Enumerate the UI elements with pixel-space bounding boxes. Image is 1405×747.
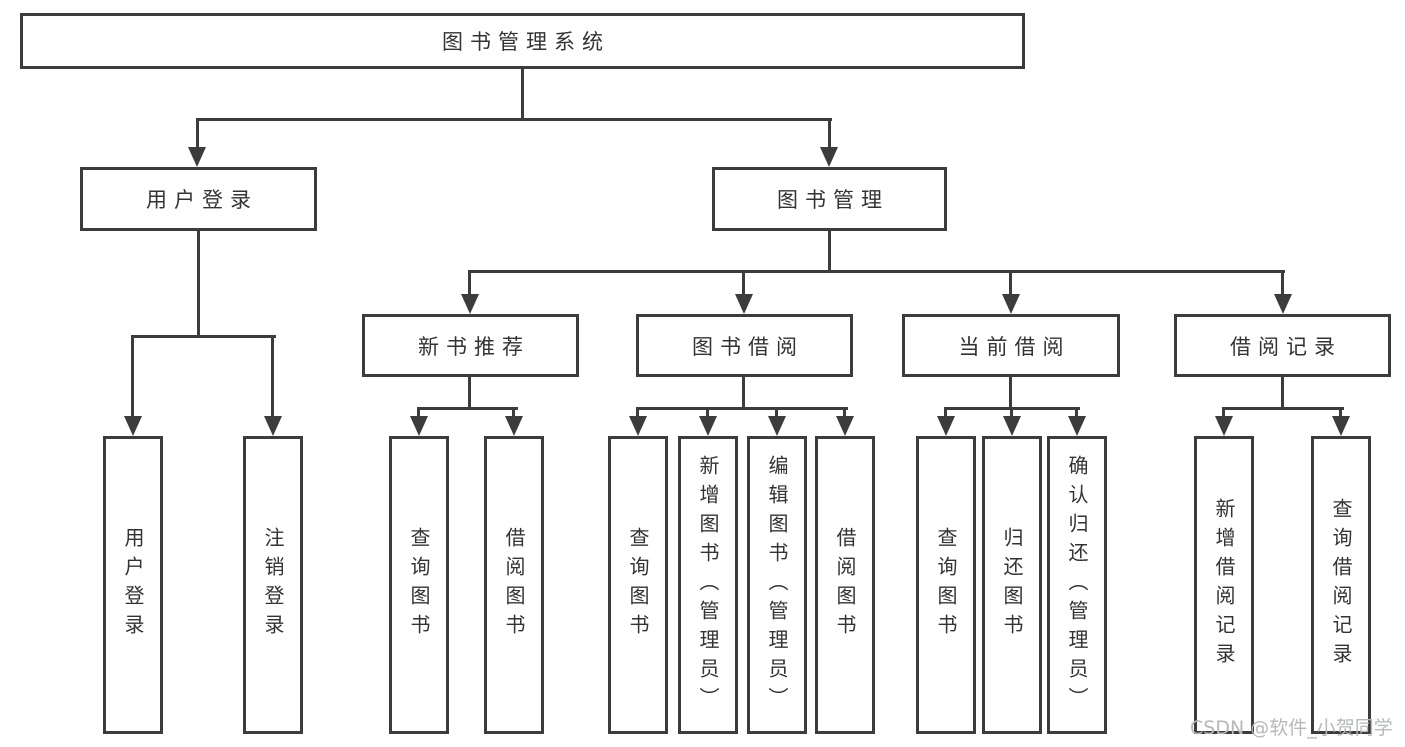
node-label: 新书推荐 — [418, 334, 530, 359]
node-book-borrowing: 图书借阅 — [636, 314, 853, 377]
connector-arrow — [1003, 416, 1021, 436]
node-leaf-user-login: 用户登录 — [103, 436, 163, 734]
connector-line — [1339, 407, 1342, 420]
connector-line — [468, 270, 1285, 273]
node-leaf-add-books-admin: 新增图书（管理员） — [678, 436, 738, 734]
node-user-login-module: 用户登录 — [80, 167, 317, 231]
connector-line — [417, 407, 420, 420]
node-label: 查询图书 — [626, 527, 650, 643]
node-label: 图书借阅 — [692, 334, 804, 359]
node-label: 查询借阅记录 — [1329, 498, 1353, 672]
node-label: 借阅记录 — [1230, 334, 1342, 359]
node-borrowing-records: 借阅记录 — [1174, 314, 1391, 377]
node-current-borrowing: 当前借阅 — [902, 314, 1120, 377]
connector-line — [196, 118, 832, 121]
connector-line — [521, 69, 524, 119]
connector-arrow — [735, 294, 753, 314]
connector-arrow — [264, 416, 282, 436]
connector-arrow — [410, 416, 428, 436]
connector-arrow — [768, 416, 786, 436]
connector-line — [1222, 407, 1344, 410]
connector-arrow — [1332, 416, 1350, 436]
node-label: 编辑图书（管理员） — [765, 454, 789, 716]
node-label: 新增借阅记录 — [1212, 498, 1236, 672]
connector-line — [1222, 407, 1225, 420]
node-leaf-confirm-return-admin: 确认归还（管理员） — [1047, 436, 1107, 734]
node-label: 借阅图书 — [833, 527, 857, 643]
connector-line — [843, 407, 846, 420]
connector-line — [196, 118, 199, 151]
node-leaf-query-borrow-record: 查询借阅记录 — [1311, 436, 1371, 734]
node-leaf-add-borrow-record: 新增借阅记录 — [1194, 436, 1254, 734]
connector-arrow — [836, 416, 854, 436]
connector-line — [1010, 407, 1013, 420]
connector-line — [131, 335, 134, 420]
node-label: 注销登录 — [261, 527, 285, 643]
connector-arrow — [505, 416, 523, 436]
node-label: 新增图书（管理员） — [696, 454, 720, 716]
node-library-system: 图书管理系统 — [20, 13, 1025, 69]
connector-arrow — [188, 147, 206, 167]
connector-arrow — [937, 416, 955, 436]
connector-arrow — [820, 147, 838, 167]
node-new-book-recommend: 新书推荐 — [362, 314, 579, 377]
node-leaf-return-books: 归还图书 — [982, 436, 1042, 734]
connector-arrow — [1068, 416, 1086, 436]
connector-line — [417, 407, 518, 410]
connector-arrow — [1002, 294, 1020, 314]
node-leaf-query-books-1: 查询图书 — [389, 436, 449, 734]
connector-line — [706, 407, 709, 420]
connector-line — [828, 118, 831, 151]
connector-line — [636, 407, 848, 410]
connector-line — [1281, 377, 1284, 410]
connector-line — [468, 377, 471, 410]
connector-line — [742, 377, 745, 410]
connector-line — [197, 231, 200, 338]
connector-arrow — [461, 294, 479, 314]
connector-line — [271, 335, 274, 420]
connector-line — [1075, 407, 1078, 420]
node-label: 用户登录 — [146, 188, 258, 212]
connector-line — [1009, 270, 1012, 297]
connector-line — [742, 270, 745, 297]
connector-arrow — [1274, 294, 1292, 314]
node-leaf-borrow-books-2: 借阅图书 — [815, 436, 875, 734]
node-book-management: 图书管理 — [712, 167, 947, 231]
connector-arrow — [1215, 416, 1233, 436]
node-leaf-query-books-3: 查询图书 — [916, 436, 976, 734]
connector-arrow — [699, 416, 717, 436]
connector-arrow — [629, 416, 647, 436]
node-leaf-edit-books-admin: 编辑图书（管理员） — [747, 436, 807, 734]
node-leaf-query-books-2: 查询图书 — [608, 436, 668, 734]
node-label: 确认归还（管理员） — [1065, 454, 1089, 716]
connector-line — [828, 231, 831, 273]
connector-line — [468, 270, 471, 297]
node-label: 归还图书 — [1000, 527, 1024, 643]
node-label: 查询图书 — [407, 527, 431, 643]
connector-line — [944, 407, 947, 420]
connector-line — [775, 407, 778, 420]
node-leaf-borrow-books-1: 借阅图书 — [484, 436, 544, 734]
connector-line — [131, 335, 276, 338]
node-label: 图书管理 — [777, 188, 889, 212]
connector-line — [1281, 270, 1284, 297]
node-label: 查询图书 — [934, 527, 958, 643]
connector-arrow — [124, 416, 142, 436]
node-label: 图书管理系统 — [442, 30, 610, 54]
node-label: 当前借阅 — [958, 334, 1071, 359]
connector-line — [1009, 377, 1012, 410]
node-leaf-logout: 注销登录 — [243, 436, 303, 734]
connector-line — [636, 407, 639, 420]
node-label: 用户登录 — [121, 527, 145, 643]
watermark: CSDN @软件_小贺同学 — [1190, 717, 1393, 739]
connector-line — [512, 407, 515, 420]
node-label: 借阅图书 — [502, 527, 526, 643]
